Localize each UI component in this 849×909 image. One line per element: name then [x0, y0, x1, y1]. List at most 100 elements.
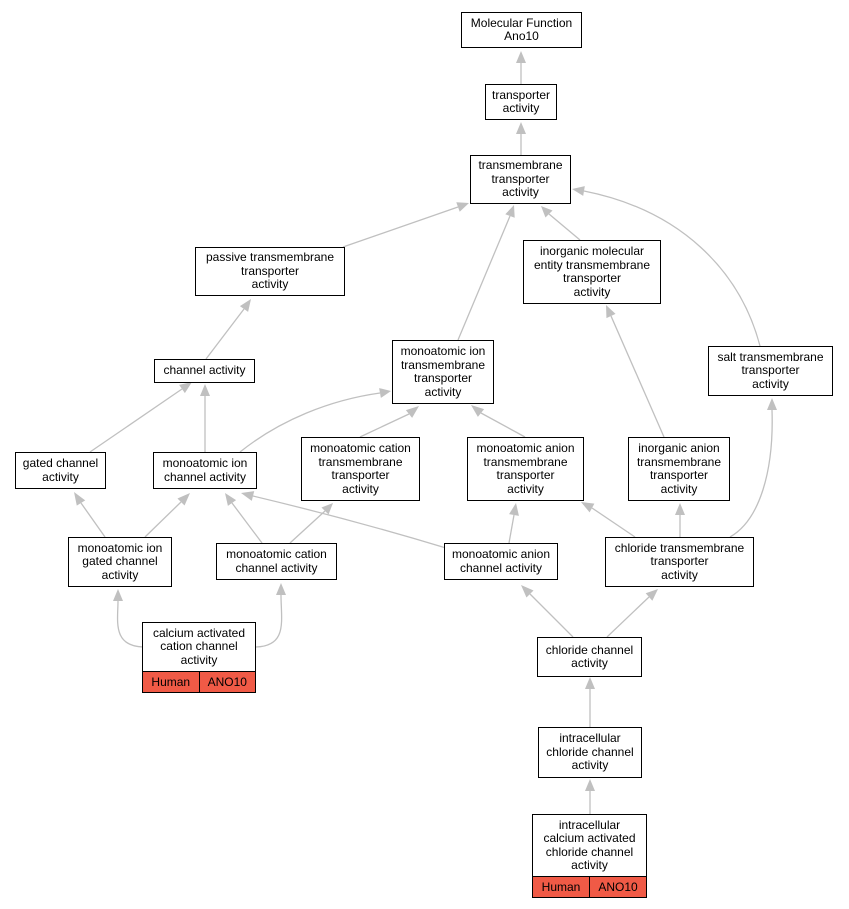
node-gated-channel-activity[interactable]: gated channel activity — [15, 452, 106, 489]
arrowhead-icon — [585, 677, 595, 689]
edge-chloride-tm-to-salt — [729, 398, 777, 538]
edge-chloride-channel-to-chloride-tm — [606, 589, 658, 638]
node-label: monoatomic ion transmembrane transporter… — [400, 344, 486, 399]
node-label: salt transmembrane transporter activity — [717, 349, 824, 391]
edge-line — [144, 501, 182, 538]
edge-cation-channel-to-cation-tm — [289, 503, 333, 544]
node-label: monoatomic anion transmembrane transport… — [476, 441, 575, 496]
node-molecular-function[interactable]: Molecular Function Ano10 — [461, 12, 582, 48]
node-monoatomic-cation-channel-activity[interactable]: monoatomic cation channel activity — [216, 543, 337, 580]
node-label: chloride channel activity — [545, 642, 634, 670]
annotation-row: Human ANO10 — [143, 671, 255, 692]
node-monoatomic-ion-transmembrane-transporter-activity[interactable]: monoatomic ion transmembrane transporter… — [392, 340, 494, 404]
edge-line — [457, 215, 511, 341]
edge-line — [252, 495, 447, 549]
edge-line — [729, 409, 773, 538]
node-label: monoatomic ion channel activity — [162, 456, 248, 484]
edge-ion-transmembrane-to-transmembrane — [457, 205, 515, 341]
edge-line — [80, 502, 106, 538]
node-label: monoatomic ion gated channel activity — [77, 540, 163, 582]
species-badge[interactable]: Human — [151, 675, 191, 689]
node-intracellular-calcium-activated-chloride-channel-activity[interactable]: intracellular calcium activated chloride… — [532, 814, 647, 898]
node-label: inorganic molecular entity transmembrane… — [533, 244, 651, 299]
edge-cation-tm-to-ion-transmembrane — [359, 406, 419, 438]
arrowhead-icon — [379, 388, 391, 398]
arrowhead-icon — [541, 206, 553, 218]
edge-line — [205, 308, 245, 360]
gene-badge[interactable]: ANO10 — [198, 672, 256, 692]
node-label: gated channel activity — [22, 456, 99, 484]
edge-line — [610, 315, 665, 438]
species-badge[interactable]: Human — [541, 880, 581, 894]
node-inorganic-molecular-entity-transmembrane-transporter-activity[interactable]: inorganic molecular entity transmembrane… — [523, 240, 661, 304]
node-passive-transmembrane-transporter-activity[interactable]: passive transmembrane transporter activi… — [195, 247, 345, 296]
edge-line — [508, 514, 515, 544]
edge-line — [359, 413, 410, 438]
arrowhead-icon — [585, 779, 595, 791]
node-monoatomic-ion-channel-activity[interactable]: monoatomic ion channel activity — [153, 452, 257, 489]
node-label: passive transmembrane transporter activi… — [205, 250, 335, 292]
arrowhead-icon — [581, 502, 595, 513]
edge-line — [255, 594, 283, 648]
node-transporter-activity[interactable]: transporter activity — [485, 84, 557, 120]
node-calcium-activated-cation-channel-activity[interactable]: calcium activated cation channel activit… — [142, 622, 256, 693]
arrowhead-icon — [645, 589, 658, 601]
edge-line — [289, 510, 326, 544]
edge-inorganic-anion-to-inorganic-molecular — [606, 305, 665, 438]
gene-badge[interactable]: ANO10 — [589, 877, 646, 897]
edge-line — [606, 596, 650, 638]
node-intracellular-chloride-channel-activity[interactable]: intracellular chloride channel activity — [538, 727, 642, 778]
node-label: channel activity — [163, 363, 246, 378]
edge-transporter-to-mf — [516, 51, 526, 84]
arrowhead-icon — [516, 122, 526, 134]
node-monoatomic-cation-transmembrane-transporter-activity[interactable]: monoatomic cation transmembrane transpor… — [301, 437, 420, 501]
node-salt-transmembrane-transporter-activity[interactable]: salt transmembrane transporter activity — [708, 346, 833, 396]
arrowhead-icon — [471, 405, 485, 417]
node-label: monoatomic cation transmembrane transpor… — [310, 441, 411, 496]
arrowhead-icon — [225, 493, 237, 506]
edge-ion-gated-to-ionchannel — [144, 493, 190, 538]
edge-chloride-channel-to-anion-channel — [521, 585, 574, 638]
arrowhead-icon — [200, 384, 210, 396]
edge-ionchannel-to-channel — [200, 384, 210, 452]
edge-intracellular-to-chloride-channel — [585, 677, 595, 727]
arrowhead-icon — [276, 583, 286, 595]
node-transmembrane-transporter-activity[interactable]: transmembrane transporter activity — [470, 155, 571, 204]
edge-line — [529, 593, 574, 638]
edge-line — [89, 388, 183, 453]
arrowhead-icon — [521, 585, 534, 598]
node-monoatomic-anion-transmembrane-transporter-activity[interactable]: monoatomic anion transmembrane transport… — [467, 437, 584, 501]
edge-calcium-to-cation-channel — [255, 583, 286, 648]
node-monoatomic-anion-channel-activity[interactable]: monoatomic anion channel activity — [444, 543, 558, 580]
annotation-row: Human ANO10 — [533, 876, 646, 897]
arrowhead-icon — [606, 305, 616, 319]
arrowhead-icon — [456, 202, 469, 212]
node-label: inorganic anion transmembrane transporte… — [636, 441, 722, 496]
edge-chloride-tm-to-anion-tm — [581, 502, 636, 538]
arrowhead-icon — [177, 493, 190, 506]
node-inorganic-anion-transmembrane-transporter-activity[interactable]: inorganic anion transmembrane transporte… — [628, 437, 730, 501]
node-label: monoatomic anion channel activity — [451, 547, 551, 575]
arrowhead-icon — [675, 503, 685, 515]
node-label: Molecular Function Ano10 — [470, 15, 573, 43]
edge-calcium-to-ion-gated — [113, 589, 144, 648]
arrowhead-icon — [113, 589, 123, 601]
arrowhead-icon — [505, 205, 515, 218]
node-label: calcium activated cation channel activit… — [152, 625, 246, 667]
node-channel-activity[interactable]: channel activity — [154, 359, 255, 383]
arrowhead-icon — [572, 186, 585, 196]
edge-line — [231, 502, 263, 544]
arrowhead-icon — [241, 491, 255, 501]
node-chloride-transmembrane-transporter-activity[interactable]: chloride transmembrane transporter activ… — [605, 537, 754, 587]
edge-channel-to-passive — [205, 299, 251, 360]
arrowhead-icon — [516, 51, 526, 63]
node-chloride-channel-activity[interactable]: chloride channel activity — [537, 637, 642, 677]
node-monoatomic-ion-gated-channel-activity[interactable]: monoatomic ion gated channel activity — [68, 537, 172, 587]
node-label: intracellular chloride channel activity — [546, 731, 634, 773]
arrowhead-icon — [767, 398, 777, 410]
edge-passive-to-transmembrane — [342, 202, 469, 248]
node-label: intracellular calcium activated chloride… — [543, 817, 636, 872]
edge-anion-tm-to-ion-transmembrane — [471, 405, 526, 438]
edge-line — [548, 213, 581, 241]
